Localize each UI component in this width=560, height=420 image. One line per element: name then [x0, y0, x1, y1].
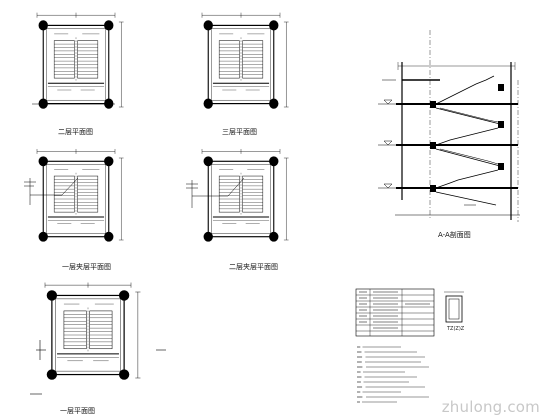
plan-title-level-1: 一层平面图 — [60, 407, 95, 415]
plan-level-1 — [30, 281, 166, 395]
plan-mezzanine-1 — [24, 148, 125, 243]
plan-mezzanine-2 — [186, 148, 290, 243]
section-a-a — [378, 30, 520, 222]
notes-block — [355, 288, 464, 403]
plan-title-mezzanine-2: 二层夹层平面图 — [229, 263, 278, 271]
detail-caption: TZ(Z)Z — [447, 326, 465, 332]
plan-title-mezzanine-1: 一层夹层平面图 — [62, 263, 111, 271]
plan-level-3 — [201, 12, 290, 110]
watermark: zhulong.com — [441, 398, 540, 416]
plan-title-level-2: 二层平面图 — [58, 128, 93, 136]
plan-title-level-3: 三层平面图 — [222, 128, 257, 136]
section-title: A-A剖面图 — [438, 231, 471, 239]
plan-level-2 — [32, 12, 125, 110]
